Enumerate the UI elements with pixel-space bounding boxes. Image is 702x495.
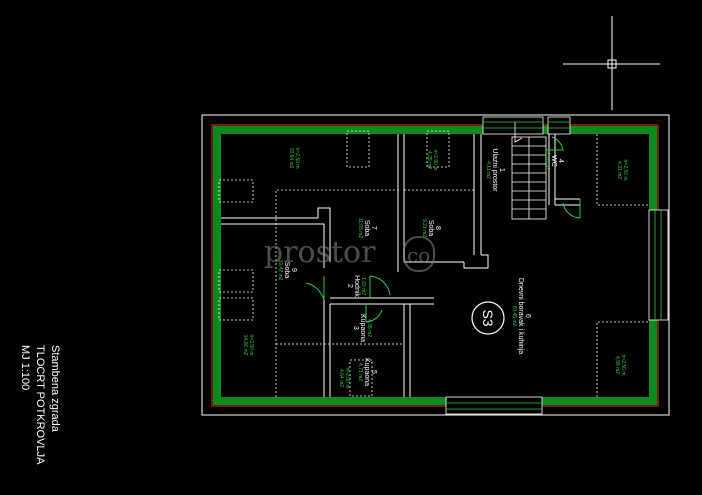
svg-text:Soba: Soba xyxy=(283,262,290,278)
height-annotations: h=2,50 m 10,64 m2 h=2,50 m 4,31 m2 h=2,5… xyxy=(242,148,628,389)
svg-text:2,10 m2: 2,10 m2 xyxy=(544,152,550,170)
svg-text:4,98 m2: 4,98 m2 xyxy=(614,356,620,374)
title-line-3: MJ 1:100 xyxy=(19,345,31,390)
svg-text:Kupaona: Kupaona xyxy=(359,314,366,342)
svg-text:2: 2 xyxy=(346,284,353,288)
room-label-9: 9 Soba 10,42 m2 xyxy=(277,260,297,281)
room-label-6: 6 Dnevni boravak i kuhinja 20,45 m2 xyxy=(511,278,531,354)
svg-text:3: 3 xyxy=(352,326,359,330)
title-line-2: TLOCRT POTKROVLJA xyxy=(34,345,46,465)
section-marker: S3 xyxy=(471,301,505,335)
svg-text:7: 7 xyxy=(370,226,377,230)
svg-text:h=2,50 m: h=2,50 m xyxy=(344,368,350,389)
svg-text:h=2,50 m: h=2,50 m xyxy=(620,355,626,376)
svg-text:h=2,50 m: h=2,50 m xyxy=(622,160,628,181)
svg-text:10,64 m2: 10,64 m2 xyxy=(288,148,294,169)
room-label-2: 1,63 m2 Hodnik 2 xyxy=(346,275,366,297)
height-note: h=2,50 m 4,31 m2 xyxy=(616,160,628,181)
svg-text:4,31 m2: 4,31 m2 xyxy=(616,161,622,179)
height-note: h=2,50 m 4,25 m2 xyxy=(426,150,438,171)
room-label-3: 4,38 m2 Kupaona 3 xyxy=(352,314,372,342)
svg-text:20,45 m2: 20,45 m2 xyxy=(511,306,517,327)
svg-text:4,71 m2: 4,71 m2 xyxy=(357,363,363,381)
svg-text:1: 1 xyxy=(498,168,505,172)
svg-text:11,05 m2: 11,05 m2 xyxy=(357,218,363,239)
dashed-roof-lines xyxy=(218,130,649,397)
room-labels: 1 Ulazni prostor 4,11 m2 1,63 m2 Hodnik … xyxy=(277,148,564,386)
watermark: prostor co xyxy=(264,235,435,272)
window-openings xyxy=(445,116,669,415)
door-swings xyxy=(305,136,581,323)
title-block: Stambena zgrada TLOCRT POTKROVLJA MJ 1:1… xyxy=(19,345,61,465)
svg-text:6: 6 xyxy=(524,314,531,318)
svg-text:14,06 m2: 14,06 m2 xyxy=(242,335,248,356)
svg-text:4,11 m2: 4,11 m2 xyxy=(485,161,491,179)
svg-text:Hodnik: Hodnik xyxy=(353,275,360,297)
title-line-1: Stambena zgrada xyxy=(49,345,61,433)
svg-text:Soba: Soba xyxy=(363,220,370,236)
section-label: S3 xyxy=(480,309,496,326)
room-label-4: 4 WC 2,10 m2 xyxy=(544,152,564,170)
height-note: h=2,50 m 4,98 m2 xyxy=(614,355,626,376)
crosshair-cursor-icon xyxy=(563,16,660,110)
svg-text:4,38 m2: 4,38 m2 xyxy=(366,319,372,337)
svg-text:h=2,50 m: h=2,50 m xyxy=(432,150,438,171)
height-note: h=2,50 m 10,64 m2 xyxy=(288,148,300,169)
staircase xyxy=(511,122,547,220)
svg-text:8: 8 xyxy=(434,226,441,230)
window-glazing xyxy=(446,121,662,410)
svg-text:4,25 m2: 4,25 m2 xyxy=(426,151,432,169)
svg-text:h=2,50 m: h=2,50 m xyxy=(248,335,254,356)
svg-text:Soba: Soba xyxy=(427,220,434,236)
height-note: h=2,50 m 4,64 m2 xyxy=(338,368,350,389)
room-label-5: 5 Kupaona 4,71 m2 xyxy=(357,358,377,386)
height-note: h=2,50 m 14,06 m2 xyxy=(242,335,254,356)
svg-text:Dnevni boravak i kuhinja: Dnevni boravak i kuhinja xyxy=(517,278,524,354)
building-outline xyxy=(201,114,670,416)
room-label-1: 1 Ulazni prostor 4,11 m2 xyxy=(485,148,505,192)
svg-text:9,21 m2: 9,21 m2 xyxy=(421,219,427,237)
svg-text:5: 5 xyxy=(370,370,377,374)
watermark-text: prostor xyxy=(264,235,376,270)
svg-text:WC: WC xyxy=(550,155,557,167)
watermark-suffix: co xyxy=(407,243,430,267)
room-label-8: 8 Soba 9,21 m2 xyxy=(421,219,441,237)
svg-text:1,63 m2: 1,63 m2 xyxy=(360,277,366,295)
svg-text:9: 9 xyxy=(290,268,297,272)
room-label-7: 7 Soba 11,05 m2 xyxy=(357,218,377,239)
svg-text:Kupaona: Kupaona xyxy=(363,358,370,386)
interior-walls xyxy=(221,134,580,397)
svg-text:h=2,50 m: h=2,50 m xyxy=(294,148,300,169)
svg-text:10,42 m2: 10,42 m2 xyxy=(277,260,283,281)
svg-text:4: 4 xyxy=(557,159,564,163)
svg-text:Ulazni prostor: Ulazni prostor xyxy=(491,148,498,192)
svg-text:4,64 m2: 4,64 m2 xyxy=(338,369,344,387)
